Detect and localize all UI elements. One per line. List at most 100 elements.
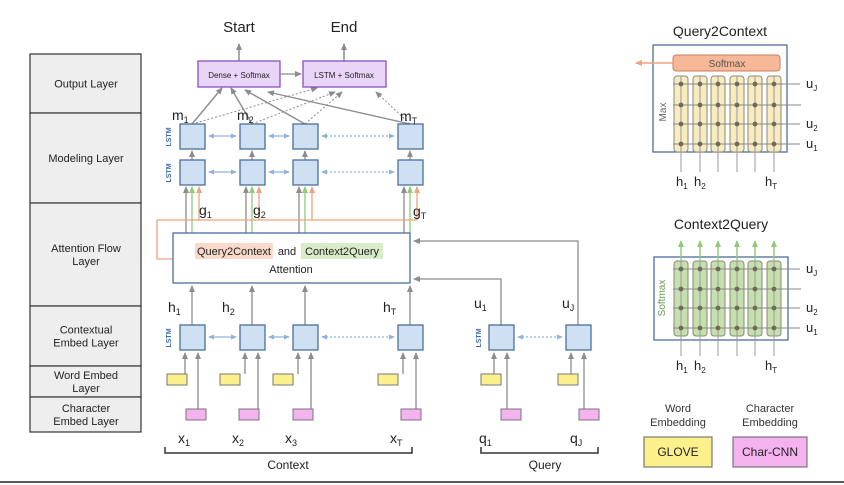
char-embedding-cell (292, 408, 314, 421)
word-embedding-cell (480, 373, 502, 386)
layer-label-attention: Layer (72, 256, 100, 268)
q2c-softmax-label: Softmax (709, 59, 746, 70)
x2-label: x2 (232, 430, 244, 448)
modeling-lstm-cell (397, 123, 424, 150)
q2c-panel-row-label: u2 (806, 116, 818, 133)
layer-cell-attention (29, 202, 142, 307)
layer-label-contextual: Contextual (60, 325, 113, 337)
h2-label: h2 (222, 299, 235, 317)
c2q-panel-cell-dot (697, 286, 703, 292)
c2q-panel-col-label: hT (765, 358, 777, 375)
layer-label-contextual: Embed Layer (53, 338, 119, 350)
m1-label: m1 (172, 107, 189, 125)
hT-label: hT (383, 299, 397, 317)
word-embedding-cell (166, 373, 188, 386)
c2q-panel-cell-dot (715, 286, 721, 292)
attention-flow-box: Query2Context and Context2Query Attentio… (172, 232, 411, 284)
c2q-panel-cell-dot (752, 286, 758, 292)
q2c-panel-cell-dot (715, 81, 721, 87)
query-lstm-cell (488, 324, 515, 351)
lstm-label: LSTM (476, 328, 483, 347)
q2c-panel-cell-dot (715, 102, 721, 108)
embedding-cells (166, 373, 600, 421)
c2q-panel-cell-dot (752, 325, 758, 331)
q2c-panel-side-label: Max (658, 103, 669, 122)
layer-cell-character (29, 396, 142, 433)
modeling-lstm-cell (292, 159, 319, 186)
q2c-panel-cell-dot (752, 121, 758, 127)
modeling-lstm-cell (179, 159, 206, 186)
c2q-panel-cell-dot (715, 305, 721, 311)
q2c-highlight (195, 243, 273, 259)
c2q-panel-col-label: h2 (694, 358, 706, 375)
c2q-panel-col-label: h1 (676, 358, 688, 375)
modeling-lstm-cell (397, 159, 424, 186)
layer-label-character: Embed Layer (53, 416, 119, 428)
m2-label: m2 (237, 107, 254, 125)
c2q-panel-cell-dot (752, 305, 758, 311)
c2q-panel-cell-dot (678, 286, 684, 292)
layer-label-word: Layer (72, 383, 100, 395)
char-embedding-cell (400, 408, 422, 421)
q2c-panel-cell-dot (734, 81, 740, 87)
c2q-panel-cell-dot (697, 305, 703, 311)
q2c-panel-cell-dot (715, 121, 721, 127)
attention-text: Attention (269, 264, 312, 276)
c2q-panel-cell-dot (678, 325, 684, 331)
c2q-panel-cell-dot (697, 325, 703, 331)
q2c-panel-cell-dot (697, 121, 703, 127)
c2q-panel-cell-dot (752, 266, 758, 272)
word-embedding-cell (377, 373, 399, 386)
lstm-softmax-box (302, 60, 387, 88)
legend-caption: Embedding (650, 417, 706, 429)
q2c-panel-col-label: h1 (676, 174, 688, 191)
q2c-panel-title: Query2Context (673, 23, 767, 39)
dense-softmax-box (197, 60, 281, 88)
q2c-panel-cell-dot (734, 102, 740, 108)
modeling-lstm-cell (179, 123, 206, 150)
layer-label-character: Character (62, 403, 111, 415)
q2c-panel-cell-dot (697, 141, 703, 147)
layer-cell-contextual (29, 305, 142, 367)
output-layer: Start End Dense + Softmax LSTM + Softmax (197, 19, 387, 88)
c2q-panel-cell-dot (771, 286, 777, 292)
m2-to-dense (230, 87, 253, 125)
and-text: and (278, 246, 296, 258)
layer-cell-output (29, 53, 142, 114)
q2c-panel-cell-dot (752, 102, 758, 108)
c2q-panel-title: Context2Query (674, 216, 768, 232)
q1-label: q1 (479, 430, 492, 448)
m1-to-dense (191, 87, 223, 125)
legend-label: GLOVE (657, 445, 698, 459)
legend-label: Char-CNN (742, 445, 798, 459)
c2q-panel-cell-dot (771, 266, 777, 272)
legend-caption: Word (665, 403, 691, 415)
q2c-panel-cell-dot (771, 141, 777, 147)
xT-label: xT (390, 430, 403, 448)
word-embedding-cell (272, 373, 294, 386)
q2c-panel-cell-dot (678, 102, 684, 108)
c2q-panel-cell-dot (678, 305, 684, 311)
c2q-panel-cell-dot (734, 286, 740, 292)
lstm-label: LSTM (166, 163, 173, 182)
g1-label: g1 (199, 202, 212, 220)
c2q-panel-cell-dot (678, 266, 684, 272)
x1-label: x1 (178, 430, 190, 448)
contextual-lstm-cell (397, 324, 424, 351)
c2q-panel-row-label: u2 (806, 300, 818, 317)
q2c-panel-cell-dot (734, 121, 740, 127)
layer-label-attention: Attention Flow (51, 243, 121, 255)
query-brace: Query (480, 447, 599, 472)
q2c-panel-cell-dot (752, 81, 758, 87)
context-label: Context (267, 458, 309, 472)
x3-label: x3 (285, 430, 297, 448)
q2c-panel-cell-dot (771, 81, 777, 87)
c2q-panel-cell-dot (734, 266, 740, 272)
c2q-panel-cell-dot (734, 325, 740, 331)
